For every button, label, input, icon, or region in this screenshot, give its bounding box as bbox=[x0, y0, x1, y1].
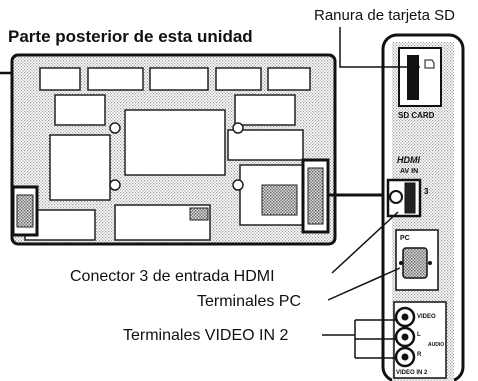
callout-sd-slot: Ranura de tarjeta SD bbox=[314, 7, 455, 24]
hdmi-number-mark: 3 bbox=[424, 187, 429, 196]
pc-mark: PC bbox=[400, 235, 410, 242]
av-in-mark: AV IN bbox=[400, 168, 418, 175]
tv-rear-view bbox=[10, 53, 337, 246]
video-jack bbox=[394, 306, 416, 328]
audio-r-jack bbox=[394, 346, 416, 368]
side-panel-closeup: SD CARD HDMI AV IN 3 PC VIDEO L R AUDI bbox=[381, 33, 478, 381]
callout-video: Terminales VIDEO IN 2 bbox=[123, 327, 288, 344]
callout-hdmi-line bbox=[331, 211, 399, 274]
sd-card-mark: SD CARD bbox=[398, 111, 435, 120]
diagram-title: Parte posterior de esta unidad bbox=[8, 27, 253, 46]
audio-l-mark: L bbox=[417, 332, 421, 338]
video-in-2-mark: VIDEO IN 2 bbox=[396, 370, 428, 376]
audio-l-jack bbox=[394, 326, 416, 348]
audio-r-mark: R bbox=[417, 352, 422, 358]
callout-sd-line bbox=[339, 27, 420, 68]
sd-card-slot bbox=[398, 47, 442, 107]
callout-hdmi: Conector 3 de entrada HDMI bbox=[70, 268, 275, 285]
callout-pc-line bbox=[327, 267, 401, 301]
audio-mark: AUDIO bbox=[428, 342, 444, 348]
video-mark: VIDEO bbox=[417, 314, 436, 320]
pc-vga-port bbox=[402, 247, 428, 279]
callout-pc: Terminales PC bbox=[197, 293, 301, 310]
hdmi-logo: HDMI bbox=[397, 155, 420, 165]
